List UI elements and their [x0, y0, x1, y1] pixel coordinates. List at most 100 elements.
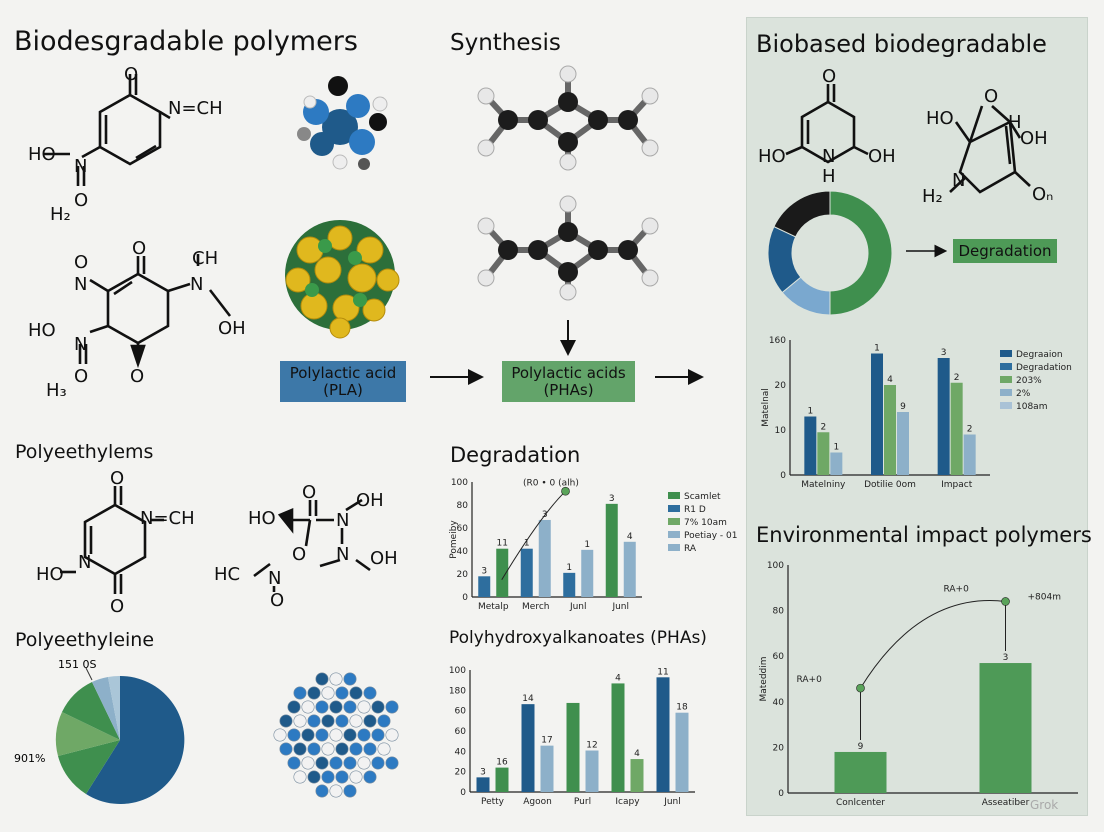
bar-label: 2: [820, 422, 826, 432]
molecule-3-structure: O N=CH HO N O: [36, 470, 195, 617]
legend-label: Degradation: [1016, 363, 1072, 373]
pie-slice-navy: [86, 675, 185, 804]
bar-label: 18: [676, 703, 688, 713]
y-tick-label: 0: [460, 788, 466, 798]
atom: [349, 714, 363, 728]
atom: [293, 714, 307, 728]
bar: [521, 704, 535, 792]
y-axis-label: Pomeiby: [449, 520, 459, 559]
m4-oh: OH: [356, 490, 384, 511]
pie-slice-pale: [108, 675, 120, 740]
x-tick-label: Agoon: [523, 797, 552, 807]
m6-ho: HO: [926, 108, 954, 129]
atom: [301, 728, 315, 742]
bar: [979, 663, 1032, 793]
pie-label-top: 151 0S: [58, 658, 96, 671]
m3-o: O: [110, 470, 124, 489]
atom: [315, 784, 329, 798]
atom: [279, 742, 293, 756]
y-tick-label: 0: [462, 593, 468, 603]
m1-nch: N=CH: [168, 98, 223, 119]
pie-slice-green: [58, 740, 120, 794]
x-tick-label: Merch: [522, 602, 549, 612]
legend-swatch: [668, 518, 680, 525]
bar: [611, 683, 625, 792]
legend-swatch: [1000, 402, 1012, 409]
m2-o3: O: [130, 366, 144, 387]
atom: [343, 700, 357, 714]
atom: [335, 742, 349, 756]
m2-ch: CH: [192, 248, 218, 269]
legend-label: 2%: [1016, 389, 1031, 399]
bar-label: 16: [496, 758, 508, 768]
m1-h2: H₂: [50, 204, 71, 225]
bar: [585, 750, 599, 792]
m6-h: H: [1008, 112, 1022, 133]
bar-label: 1: [584, 540, 590, 550]
m1-o: O: [124, 64, 138, 85]
atom: [335, 714, 349, 728]
bar-label: 3: [480, 767, 486, 777]
synthesis-model-2: [477, 195, 659, 301]
x-tick-label: Metalp: [478, 602, 509, 612]
bar-label: 2: [967, 425, 973, 435]
m4-o3: O: [270, 590, 284, 610]
pie-label-left: 901%: [14, 752, 45, 765]
atom: [321, 686, 335, 700]
bar-label: 3: [481, 566, 487, 576]
legend-label: 203%: [1016, 376, 1042, 386]
atom: [287, 728, 301, 742]
x-tick-label: Petty: [481, 797, 505, 807]
x-tick-label: Impact: [941, 480, 973, 490]
bar: [834, 751, 887, 793]
polyethylene-title-1: Polyeethylems: [15, 441, 154, 463]
trend-point: [1001, 597, 1010, 606]
atom: [385, 756, 399, 770]
x-tick-label: Dotilie 0om: [864, 480, 916, 490]
y-tick-label: 20: [773, 743, 785, 753]
bar-label: 2: [954, 373, 960, 383]
atom: [363, 742, 377, 756]
legend-swatch: [668, 544, 680, 551]
m2-n3: N: [74, 334, 87, 355]
pie-slice-green2: [62, 682, 120, 740]
atom: [315, 672, 329, 686]
atom: [363, 686, 377, 700]
synthesis-model-1: [477, 65, 659, 171]
bar: [623, 541, 636, 597]
m2-n: N: [74, 274, 87, 295]
legend-label: 7% 10am: [684, 518, 727, 528]
polyethylene-title-2: Polyeethyleine: [15, 629, 155, 651]
bar: [496, 548, 509, 597]
bar: [656, 677, 670, 792]
bar: [540, 745, 554, 792]
x-tick-label: Icapy: [615, 797, 640, 807]
m1-o2: O: [74, 190, 88, 211]
m2-oh: OH: [218, 318, 246, 339]
m5-ho: HO: [758, 146, 786, 167]
atom: [329, 784, 343, 798]
atom: [307, 770, 321, 784]
atom: [321, 770, 335, 784]
atom: [329, 728, 343, 742]
atom: [293, 742, 307, 756]
atom: [307, 742, 321, 756]
m4-ho: HO: [248, 508, 276, 529]
x-tick-label: Asseatiber: [982, 798, 1030, 808]
m4-o: O: [302, 482, 316, 503]
m4-oh2: OH: [370, 548, 398, 569]
atom: [357, 700, 371, 714]
atom: [371, 728, 385, 742]
m2-h3: H₃: [46, 380, 67, 401]
y-tick-label: 60: [773, 652, 785, 662]
bar: [830, 452, 843, 475]
bar-label: 4: [615, 673, 621, 683]
atom: [287, 756, 301, 770]
legend-swatch: [668, 531, 680, 538]
bar-label: 14: [522, 694, 534, 704]
bar-label: 3: [1003, 653, 1009, 663]
y-tick-label: 100: [767, 561, 784, 571]
annotation-point: [561, 486, 570, 496]
x-tick-label: Matelniny: [801, 480, 846, 490]
